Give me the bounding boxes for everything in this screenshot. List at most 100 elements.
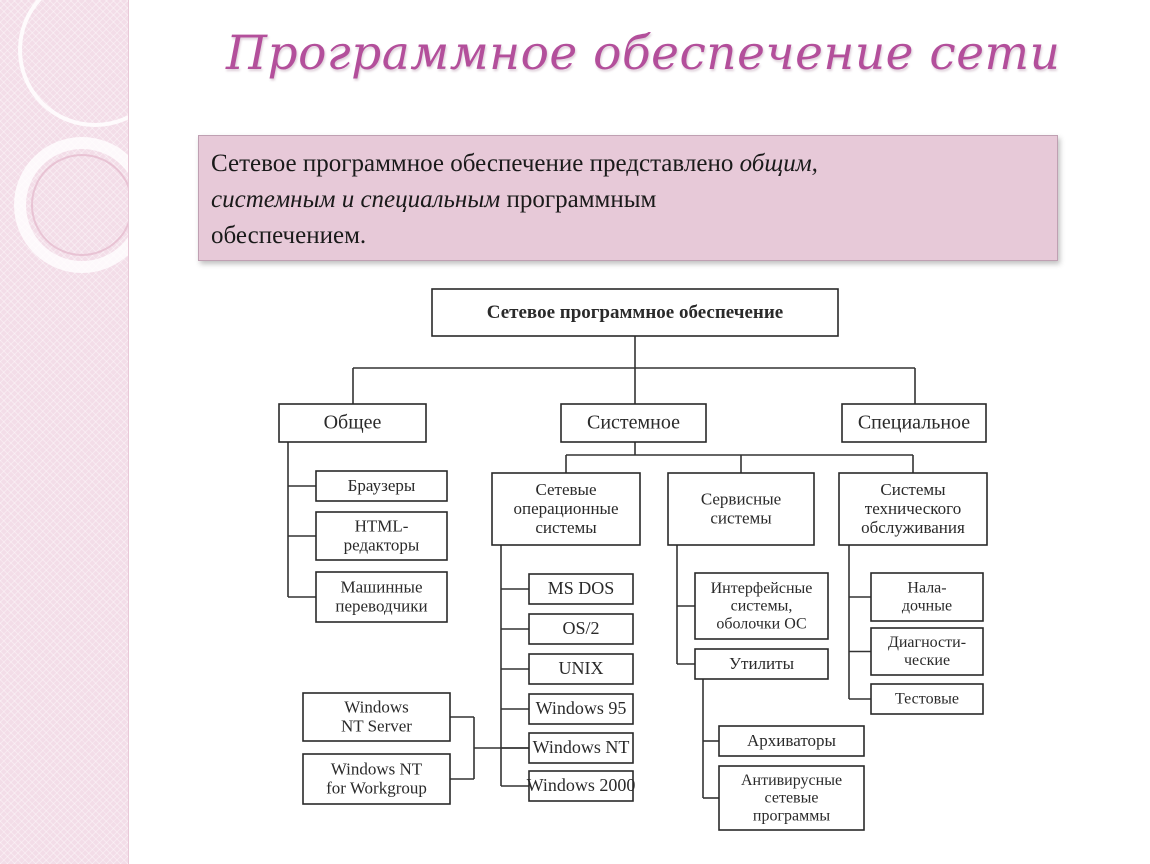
special-node-box <box>841 403 987 443</box>
utility-archivers: Архиваторы <box>718 725 865 757</box>
maintenance-item-box <box>870 683 984 715</box>
os-item: Windows NT <box>528 732 634 764</box>
decorative-sidebar <box>0 0 129 864</box>
utility-archivers-label: Архиваторы <box>747 731 836 750</box>
nt-workgroup-node-box <box>302 753 451 805</box>
utility-antivirus-label: программы <box>753 808 830 825</box>
network-os-node-label: операционные <box>513 499 618 518</box>
os-item: UNIX <box>528 653 634 685</box>
os-item: Windows 2000 <box>527 770 636 802</box>
general-item-box <box>315 470 448 502</box>
maintenance-item-label: Нала- <box>907 580 946 597</box>
nt-server-node-label: Windows <box>344 697 408 716</box>
maintenance-item: Нала-дочные <box>870 572 984 622</box>
system-node: Системное <box>560 403 707 443</box>
special-node: Специальное <box>841 403 987 443</box>
nt-server-node-label: NT Server <box>341 716 412 735</box>
service-item-utilities: Утилиты <box>694 648 829 680</box>
general-item-label: Браузеры <box>348 476 416 495</box>
service-item-interface-label: Интерфейсные <box>711 580 813 597</box>
general-item-box <box>315 511 448 561</box>
slide-title: Программное обеспечение сети <box>226 26 1061 81</box>
os-item-label: Windows 95 <box>536 698 627 718</box>
os-item: OS/2 <box>528 613 634 645</box>
os-item-label: UNIX <box>559 658 604 678</box>
maintenance-node-label: Системы <box>880 480 946 499</box>
general-node-box <box>278 403 427 443</box>
utility-antivirus-box <box>718 765 865 831</box>
utility-antivirus-label: Антивирусные <box>741 772 842 789</box>
nt-server-node-box <box>302 692 451 742</box>
utility-antivirus-label: сетевые <box>765 790 819 807</box>
maintenance-item-label: ческие <box>904 652 950 669</box>
maintenance-item-label: дочные <box>902 598 952 615</box>
os-item-label: OS/2 <box>562 618 599 638</box>
maintenance-item-box <box>870 627 984 676</box>
maintenance-node-box <box>838 472 988 546</box>
service-item-interface-label: системы, <box>731 598 793 615</box>
service-item-interface-label: оболочки ОС <box>716 616 806 633</box>
os-item-box <box>528 653 634 685</box>
intro-italic-general: общим, <box>739 150 818 177</box>
intro-text-part1: Сетевое программное обеспечение представ… <box>211 150 740 177</box>
general-item-label: редакторы <box>344 535 420 554</box>
root-node: Сетевое программное обеспечение <box>431 288 839 337</box>
maintenance-item-label: Тестовые <box>895 691 959 708</box>
intro-text-part3: обеспечением. <box>211 222 367 249</box>
general-item-box <box>315 571 448 623</box>
os-item: MS DOS <box>528 573 634 605</box>
maintenance-node-label: обслуживания <box>861 518 965 537</box>
general-node-label: Общее <box>324 412 382 434</box>
network-os-node-box <box>491 472 641 546</box>
maintenance-item: Диагности-ческие <box>870 627 984 676</box>
os-item-box <box>528 693 634 725</box>
general-item-label: Машинные <box>340 577 422 596</box>
maintenance-node-label: технического <box>865 499 961 518</box>
service-systems-node-box <box>667 472 815 546</box>
system-node-box <box>560 403 707 443</box>
root-node-box <box>431 288 839 337</box>
os-item-label: Windows 2000 <box>527 775 636 795</box>
intro-italic-system-special: системным и специальным <box>211 186 501 213</box>
os-item-box <box>528 573 634 605</box>
intro-text-part2: программным <box>500 186 657 213</box>
diagram-connectors <box>287 336 916 799</box>
maintenance-item-box <box>870 572 984 622</box>
os-item-box <box>528 770 634 802</box>
nt-workgroup-node-label: for Workgroup <box>326 778 427 797</box>
service-systems-node-label: Сервисные <box>701 489 781 508</box>
os-item-box <box>528 613 634 645</box>
service-item-utilities-box <box>694 648 829 680</box>
root-node-label: Сетевое программное обеспечение <box>487 302 783 323</box>
os-item: Windows 95 <box>528 693 634 725</box>
service-item-interface-box <box>694 572 829 640</box>
general-item-label: HTML- <box>355 516 409 535</box>
maintenance-item: Тестовые <box>870 683 984 715</box>
special-node-label: Специальное <box>858 412 970 434</box>
general-node: Общее <box>278 403 427 443</box>
service-item-utilities-label: Утилиты <box>729 654 795 673</box>
intro-textbox: Сетевое программное обеспечение представ… <box>198 135 1058 261</box>
general-item: Браузеры <box>315 470 448 502</box>
decorative-circles <box>14 0 128 273</box>
general-item-label: переводчики <box>335 596 427 615</box>
general-item: HTML-редакторы <box>315 511 448 561</box>
service-systems-node-label: системы <box>710 508 772 527</box>
utility-archivers-box <box>718 725 865 757</box>
maintenance-item-label: Диагности- <box>888 634 966 651</box>
os-item-label: MS DOS <box>548 578 615 598</box>
nt-workgroup-node-label: Windows NT <box>331 759 423 778</box>
system-node-label: Системное <box>587 412 680 434</box>
network-os-node-label: Сетевые <box>535 480 596 499</box>
os-item-box <box>528 732 634 764</box>
network-os-node-label: системы <box>535 518 597 537</box>
